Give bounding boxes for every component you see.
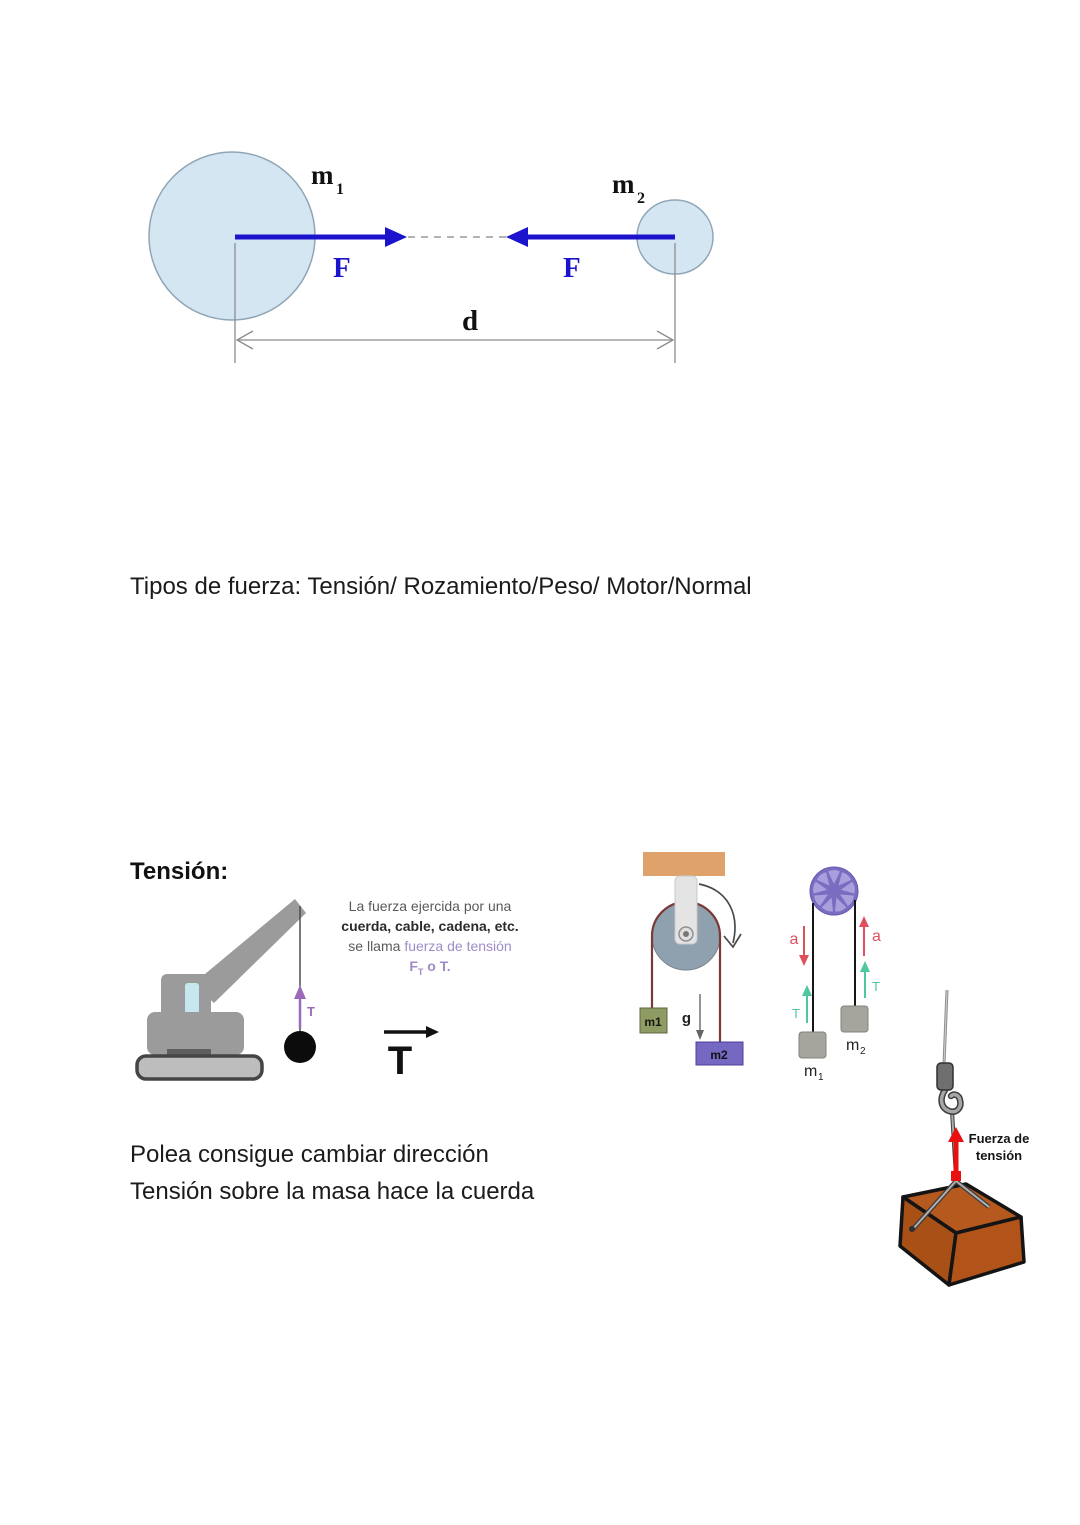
hanging-m2-label: m bbox=[846, 1037, 859, 1054]
definition-line-1: La fuerza ejercida por una bbox=[348, 898, 512, 914]
mass-m1-subscript: 1 bbox=[336, 181, 344, 198]
mass-m2-label: m bbox=[612, 169, 635, 199]
crane-body bbox=[147, 1012, 244, 1055]
sling-cables bbox=[912, 1180, 990, 1230]
tension-right-arrow-head bbox=[860, 961, 870, 972]
crane-track-base bbox=[135, 1054, 264, 1081]
hook-icon bbox=[939, 1088, 963, 1114]
rotation-arrow bbox=[698, 883, 736, 944]
gravitation-diagram: m 1 m 2 F F d bbox=[148, 151, 714, 363]
distance-d-label: d bbox=[462, 305, 478, 337]
tension-definition: La fuerza ejercida por una cuerda, cable… bbox=[330, 896, 530, 982]
polea-note-line2: Tensión sobre la masa hace la cuerda bbox=[130, 1178, 535, 1205]
accel-a-right-label: a bbox=[872, 928, 881, 945]
dimension-extension-lines bbox=[234, 243, 676, 363]
dimension-arrowhead-right bbox=[656, 330, 675, 350]
pulley-axle-pin bbox=[683, 931, 689, 937]
sling-anchor bbox=[909, 1226, 915, 1232]
crane-t-label: T bbox=[307, 1004, 315, 1019]
definition-o-t: o T. bbox=[423, 958, 451, 974]
crane-window bbox=[185, 983, 199, 1014]
mass-m2-block bbox=[695, 1041, 744, 1066]
gravity-arrow-head bbox=[696, 1030, 704, 1040]
rotation-arrow-head bbox=[723, 933, 742, 949]
tension-t-left-label: T bbox=[792, 1006, 800, 1021]
hanging-m1-subscript: 1 bbox=[818, 1072, 824, 1083]
definition-line-4: FT o T. bbox=[330, 956, 530, 982]
crane-boom bbox=[193, 899, 306, 1003]
definition-line-3: se llama fuerza de tensión bbox=[330, 936, 530, 956]
tension-arrow-head bbox=[294, 985, 306, 999]
gear-pulley-spokes bbox=[813, 870, 855, 912]
mass-m1-block bbox=[639, 1007, 668, 1034]
tipos-de-fuerza-line: Tipos de fuerza: Tensión/ Rozamiento/Pes… bbox=[130, 573, 752, 600]
tension-arrow-base bbox=[951, 1171, 961, 1181]
atwood-pulley-diagram: m 1 m 2 a a T T bbox=[790, 866, 881, 1083]
polea-note-line1: Polea consigue cambiar dirección bbox=[130, 1141, 489, 1168]
ceiling-beam bbox=[643, 852, 725, 876]
mass-m2-block-label: m2 bbox=[710, 1048, 728, 1062]
force-f-left-label: F bbox=[333, 252, 351, 284]
hanging-m1-label: m bbox=[804, 1063, 817, 1080]
force-arrow-right-head bbox=[385, 227, 407, 247]
pulley-bracket bbox=[674, 875, 698, 945]
fuerza-de-tension-label-line1: Fuerza de bbox=[969, 1131, 1030, 1146]
hanging-mass-m2 bbox=[840, 1005, 869, 1033]
definition-fuerza-de-tension: fuerza de tensión bbox=[404, 938, 512, 954]
definition-f-subscript: T bbox=[417, 966, 424, 977]
crane-hoist-cable-highlight bbox=[943, 989, 948, 1065]
accel-arrow-down-head bbox=[799, 955, 809, 966]
force-f-right-label: F bbox=[563, 252, 581, 284]
crate-tension-illustration: Fuerza de tensión bbox=[898, 989, 1030, 1287]
vector-arrow-head bbox=[426, 1026, 439, 1038]
gravity-g-label: g bbox=[682, 1010, 691, 1027]
definition-se-llama: se llama bbox=[348, 938, 401, 954]
vector-t-label: T bbox=[388, 1039, 412, 1082]
tension-left-arrow-head bbox=[802, 985, 812, 996]
tension-t-right-label: T bbox=[872, 979, 880, 994]
accel-arrow-up-head bbox=[859, 916, 869, 927]
accel-a-left-label: a bbox=[790, 931, 799, 948]
crane-illustration: T bbox=[135, 899, 316, 1081]
force-arrow-left-head bbox=[506, 227, 528, 247]
crate-right-face bbox=[947, 1215, 1026, 1287]
definition-line-2: cuerda, cable, cadena, etc. bbox=[341, 918, 519, 934]
mass-m1-label: m bbox=[311, 160, 334, 190]
wrecking-ball bbox=[284, 1031, 316, 1063]
definition-f-symbol: F bbox=[409, 958, 418, 974]
dimension-arrowhead-left bbox=[235, 330, 254, 350]
t-vector-symbol: T bbox=[384, 1026, 439, 1082]
cable-ferrule bbox=[936, 1062, 954, 1091]
tension-force-arrow-head bbox=[948, 1127, 964, 1142]
mass-m1-block-label: m1 bbox=[644, 1015, 662, 1029]
fuerza-de-tension-label-line2: tensión bbox=[976, 1148, 1022, 1163]
fixed-pulley-diagram: m1 m2 g bbox=[639, 852, 744, 1066]
mass-m2-subscript: 2 bbox=[637, 190, 645, 207]
hanging-m2-subscript: 2 bbox=[860, 1046, 866, 1057]
hanging-mass-m1 bbox=[798, 1031, 827, 1059]
tension-heading: Tensión: bbox=[130, 858, 229, 885]
